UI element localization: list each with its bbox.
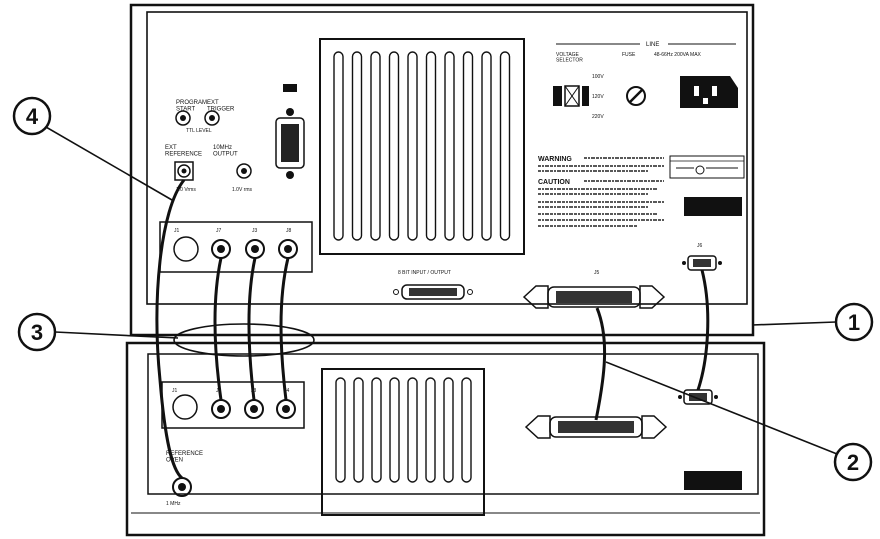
svg-text:1 MHz: 1 MHz — [166, 501, 181, 507]
cable-j5-lower-connector — [594, 307, 607, 421]
certification-label — [669, 155, 745, 179]
lower-small-connector — [678, 389, 718, 405]
callout-2: 2 — [605, 361, 873, 482]
upper-vent-slot — [407, 51, 418, 241]
fuse-holder — [626, 86, 646, 106]
svg-text:1.0 Vrms: 1.0 Vrms — [176, 187, 196, 193]
lower-large-connector — [524, 415, 668, 439]
10mhz-output-connector — [236, 163, 252, 179]
svg-text:220V: 220V — [592, 114, 604, 120]
upper-handle-slot — [684, 197, 742, 216]
lower-unit-rear-panel — [147, 353, 759, 495]
vertical-interface-connector — [275, 84, 305, 179]
callout-4: 4 — [12, 96, 173, 201]
lower-bnc-label-1: J1 — [172, 388, 178, 394]
cable-j6-lower-small — [696, 269, 710, 391]
cable-ext-reference-to-oven — [155, 179, 186, 480]
upper-unit-rear-panel — [146, 11, 748, 305]
fuse-label: FUSE — [622, 52, 636, 58]
cables — [155, 179, 710, 480]
lower-bnc-label-4: J4 — [284, 388, 290, 394]
upper-bnc-j3 — [245, 239, 265, 259]
ext-reference-connector — [174, 161, 194, 181]
warning-caution-block: WARNING CAUTION — [538, 156, 664, 227]
upper-vent-slot — [481, 51, 492, 241]
svg-text:3: 3 — [31, 320, 43, 345]
upper-unit-frame — [129, 3, 755, 337]
power-receptacle — [680, 76, 738, 108]
lower-bnc-j4 — [276, 399, 296, 419]
svg-text:4: 4 — [26, 104, 39, 129]
upper-vent-slot — [444, 51, 455, 241]
upper-vent-slot — [425, 51, 437, 241]
j5-connector — [522, 285, 666, 309]
svg-text:2: 2 — [847, 450, 859, 475]
upper-vent-slot — [333, 51, 344, 241]
upper-vent-slot — [499, 51, 511, 241]
lower-vent-grille — [321, 368, 485, 516]
upper-bnc-j7 — [211, 239, 231, 259]
callouts: 4 3 1 2 — [12, 96, 874, 482]
upper-bnc-panel: J1 J7 J3 J8 — [159, 221, 313, 273]
lower-bnc-panel: J1 J2 J3 J4 — [161, 381, 305, 429]
upper-vent-slot — [388, 51, 400, 241]
upper-vent-slot — [462, 51, 474, 241]
lower-bnc-j2 — [211, 399, 231, 419]
upper-bnc-j8 — [278, 239, 298, 259]
line-label: LINE — [646, 42, 659, 48]
cable-j3-j3 — [247, 257, 257, 401]
lower-vent-slot — [353, 377, 364, 483]
svg-text:120V: 120V — [592, 94, 604, 100]
svg-text:100V: 100V — [592, 74, 604, 80]
cable-j7-j2 — [213, 257, 223, 401]
j6-label: J6 — [697, 243, 703, 249]
lower-vent-slot — [461, 377, 472, 483]
lower-vent-slot — [335, 377, 346, 483]
line-rating-label: 48-66Hz 200VA MAX — [654, 52, 702, 58]
upper-vent-grille — [319, 38, 525, 255]
lower-vent-slot — [407, 377, 418, 483]
upper-vent-slot — [351, 51, 363, 241]
callout-3: 3 — [17, 312, 315, 357]
lower-handle-slot — [684, 471, 742, 490]
callout-3-highlight-ellipse — [173, 323, 315, 357]
bit-io-label: 8 BIT INPUT / OUTPUT — [398, 270, 451, 276]
svg-text:1.0V rms: 1.0V rms — [232, 187, 253, 193]
upper-bnc-label-2: J7 — [216, 228, 222, 234]
voltage-selector: 100V 120V 220V — [553, 74, 604, 120]
upper-bnc-label-3: J3 — [252, 228, 258, 234]
lower-unit-frame — [125, 341, 766, 537]
lower-vent-slot — [371, 377, 382, 483]
j6-connector — [682, 255, 722, 271]
callout-1: 1 — [751, 302, 874, 342]
warning-label: WARNING — [538, 156, 572, 163]
caution-label: CAUTION — [538, 179, 570, 186]
lower-vent-slot — [443, 377, 454, 483]
bit-io-connector — [393, 284, 473, 300]
upper-vent-slot — [370, 51, 381, 241]
lower-vent-slot — [425, 377, 436, 483]
lower-bnc-j3 — [244, 399, 264, 419]
upper-bnc-label-1: J1 — [174, 228, 180, 234]
svg-text:TTL LEVEL: TTL LEVEL — [186, 128, 212, 134]
svg-text:1: 1 — [848, 310, 860, 335]
upper-bnc-label-4: J8 — [286, 228, 292, 234]
lower-vent-slot — [389, 377, 400, 483]
j5-label: J5 — [594, 270, 600, 276]
cable-j8-j4 — [279, 257, 290, 401]
